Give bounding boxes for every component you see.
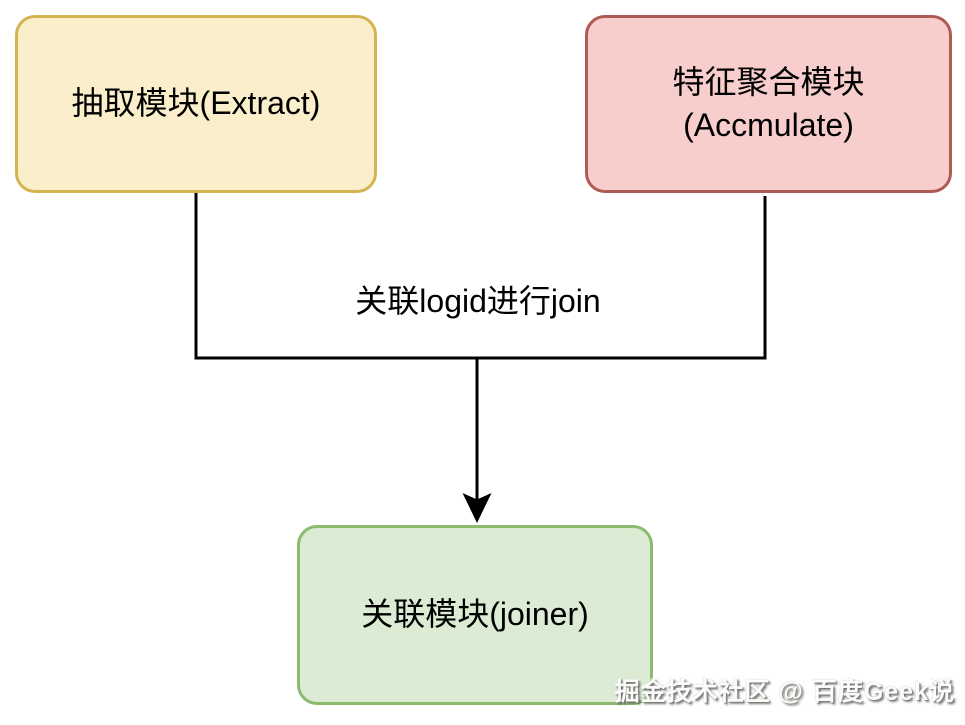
node-accumulate-label-line2: (Accmulate) xyxy=(683,107,854,143)
node-accumulate: 特征聚合模块 (Accmulate) xyxy=(585,15,952,193)
edge-label-join: 关联logid进行join xyxy=(355,283,601,319)
node-extract-label: 抽取模块(Extract) xyxy=(71,85,321,122)
node-joiner-label: 关联模块(joiner) xyxy=(361,596,589,633)
node-extract: 抽取模块(Extract) xyxy=(15,15,377,193)
watermark-text: 掘金技术社区 @ 百度Geek说 xyxy=(614,678,955,706)
node-accumulate-label-line1: 特征聚合模块 xyxy=(672,63,865,100)
arrowhead-icon xyxy=(462,493,492,523)
node-joiner: 关联模块(joiner) xyxy=(297,525,653,705)
